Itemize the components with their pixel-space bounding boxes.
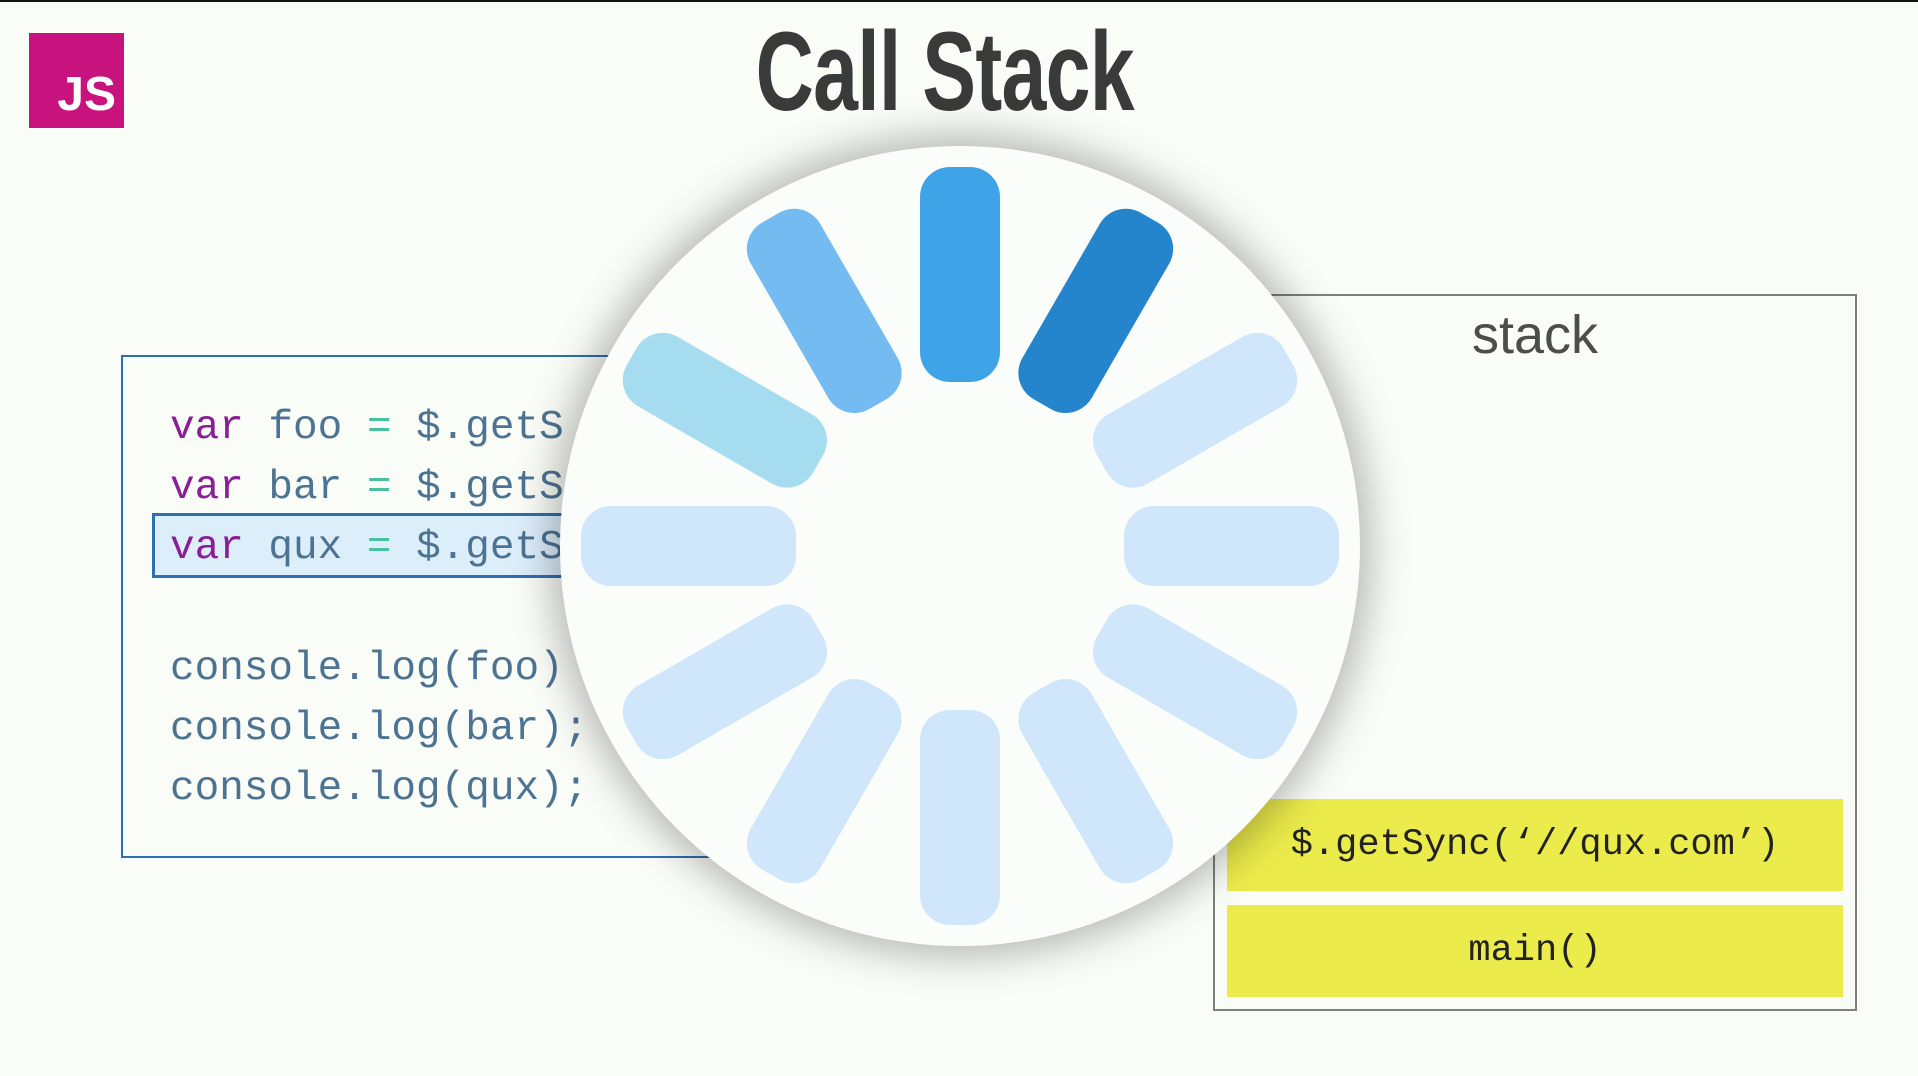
code-line: var foo = $.getS	[170, 405, 564, 451]
code-line: var bar = $.getS	[170, 465, 564, 511]
spinner-spoke	[1018, 679, 1174, 884]
code-line: console.log(bar);	[170, 706, 589, 752]
code-line: console.log(qux);	[170, 766, 589, 812]
spinner-spoke	[581, 506, 796, 586]
js-logo-text: JS	[57, 68, 116, 121]
loading-spinner-icon	[581, 167, 1339, 925]
code-line: console.log(foo)	[170, 646, 564, 692]
spinner-spoke	[1124, 506, 1339, 586]
spinner-spoke	[1018, 208, 1174, 413]
spinner-spoke	[746, 208, 902, 413]
spinner-spoke	[1093, 604, 1298, 760]
spinner-spoke	[622, 332, 827, 488]
page-title: Call Stack	[755, 9, 1135, 134]
stack-frame: main()	[1227, 905, 1843, 997]
spinner-spoke	[746, 679, 902, 884]
code-line: var qux = $.getS	[170, 525, 564, 571]
stack-title: stack	[1471, 305, 1599, 365]
spinner-spoke	[1093, 332, 1298, 488]
spinner-spoke	[920, 167, 1000, 382]
stack-frame: $.getSync(‘//qux.com’)	[1227, 799, 1843, 891]
js-logo: JS	[29, 33, 124, 128]
spinner-spoke	[622, 604, 827, 760]
spinner-spoke	[920, 710, 1000, 925]
